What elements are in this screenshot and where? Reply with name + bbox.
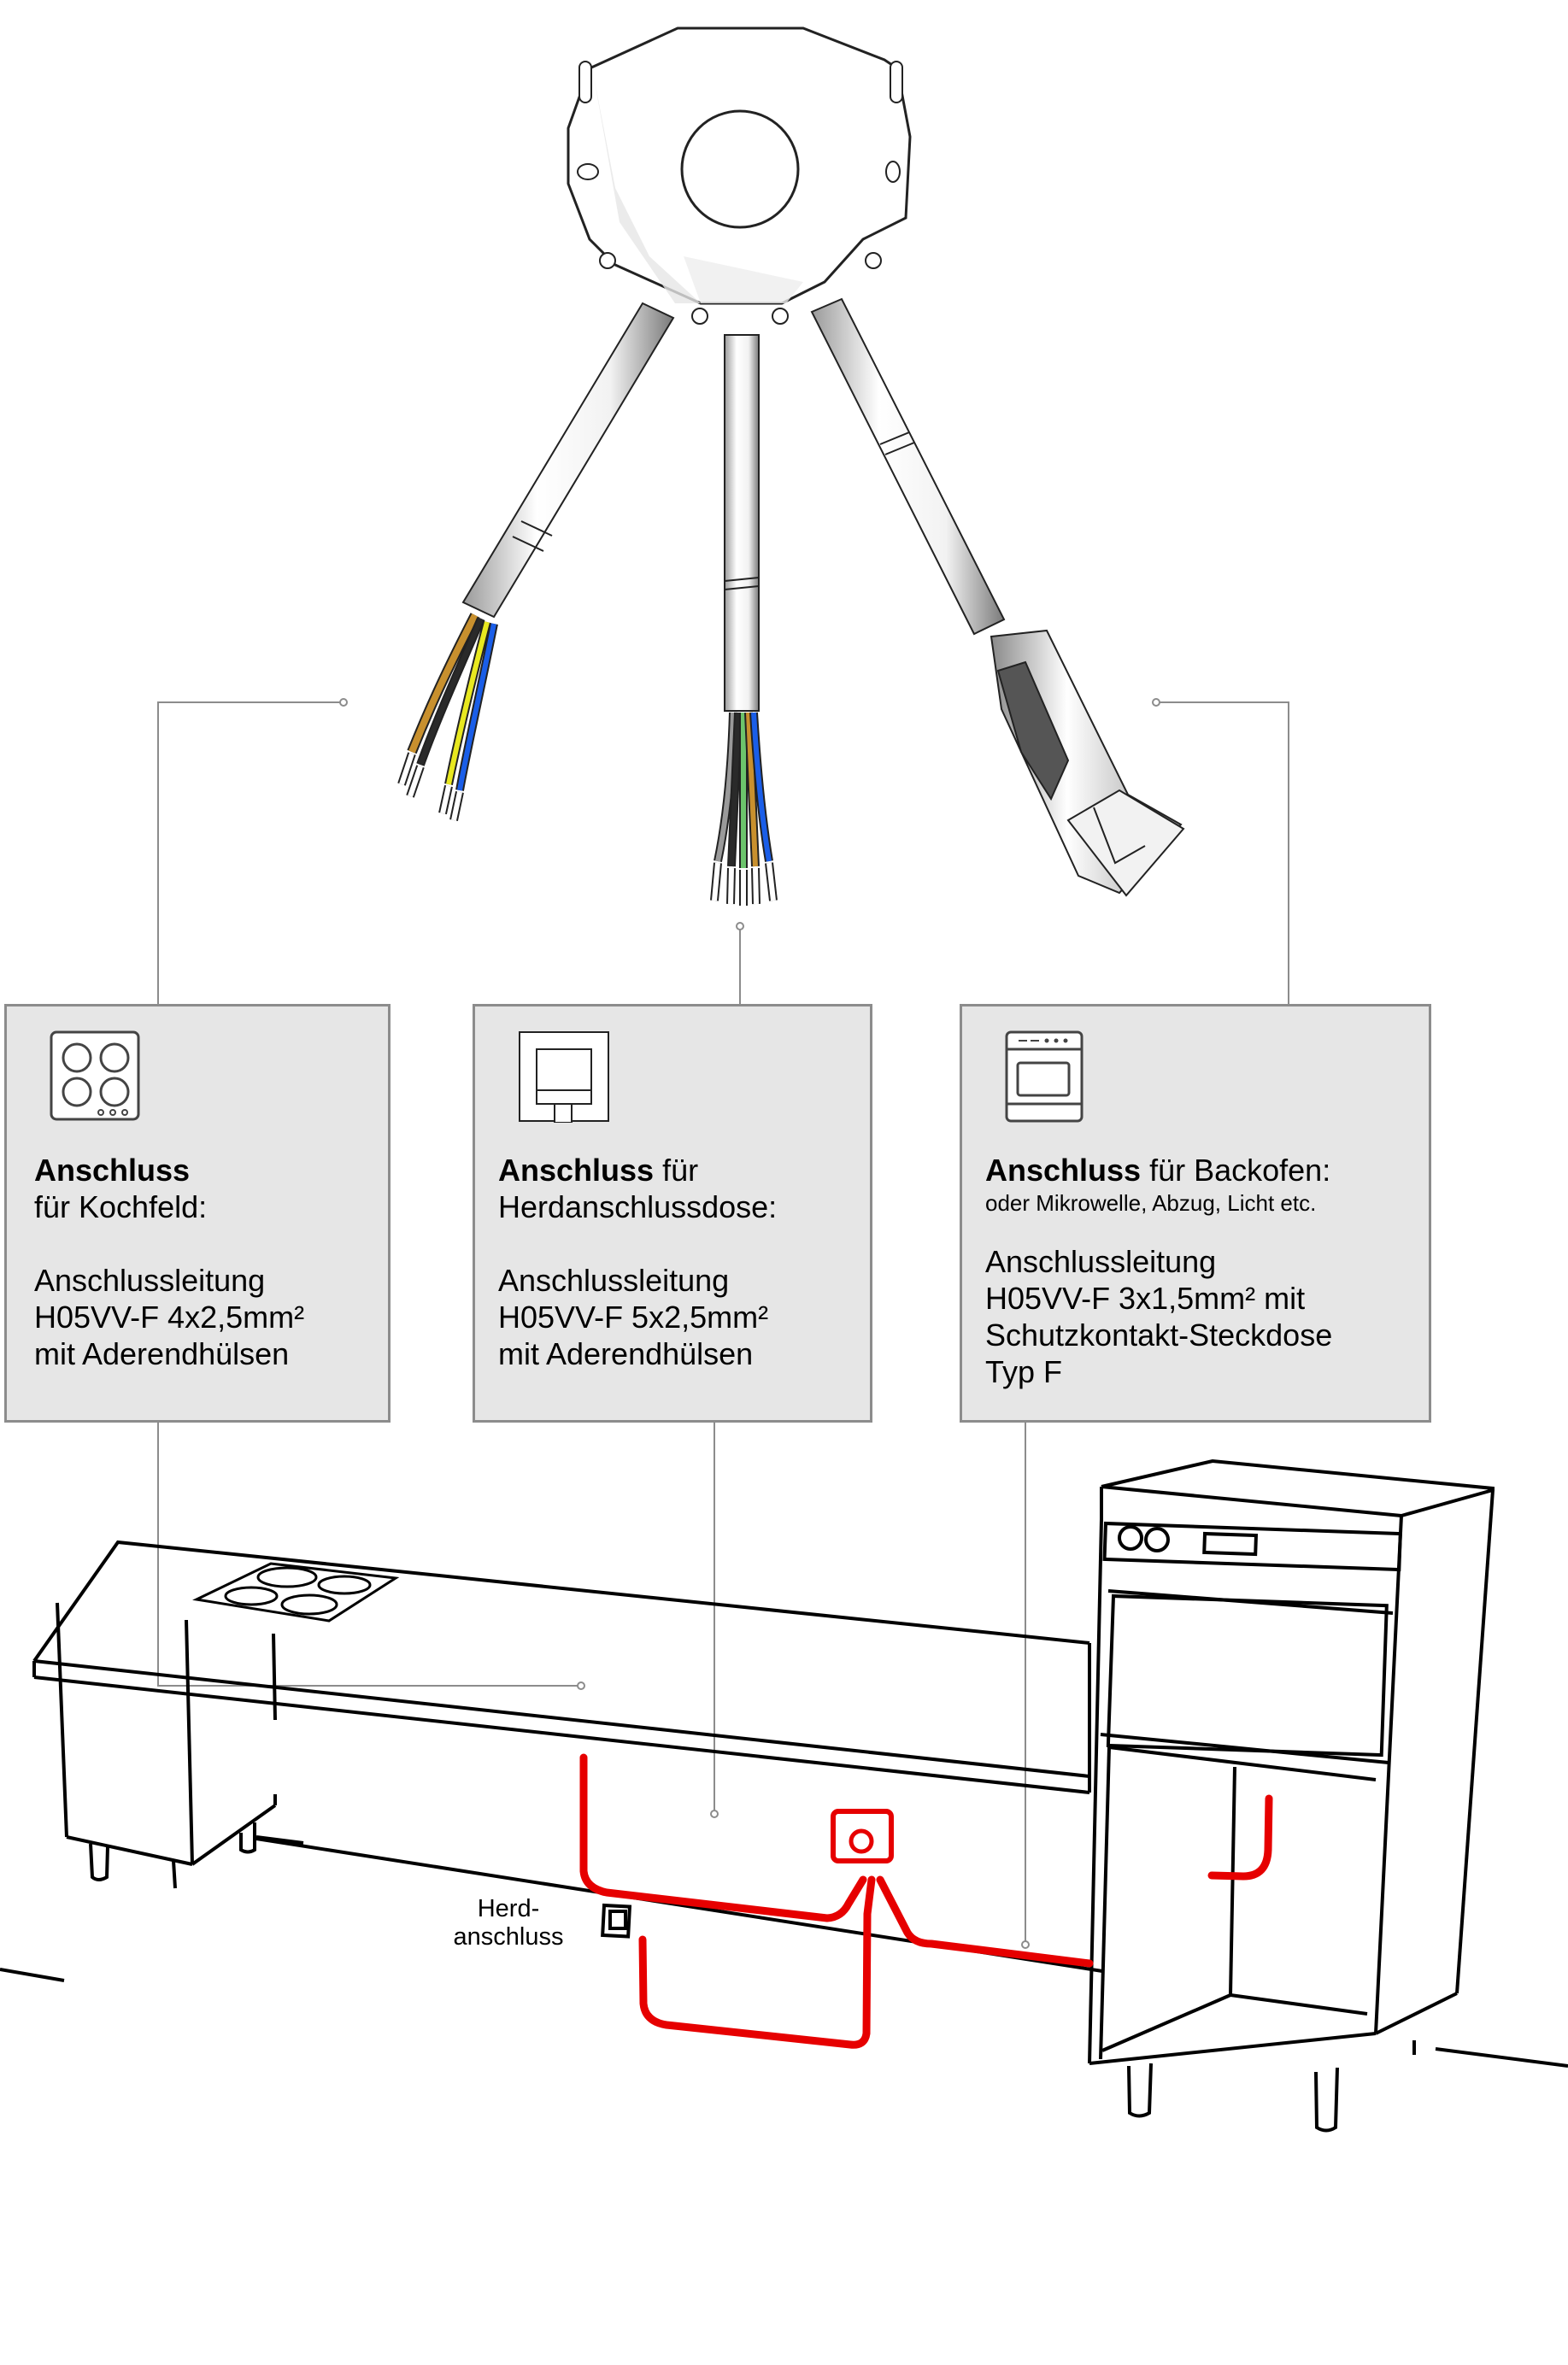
info-box-backofen: Anschluss für Backofen: oder Mikrowelle,… [960,1004,1431,1423]
herd-label-line2: anschluss [453,1923,564,1951]
box-line: H05VV-F 4x2,5mm² [34,1300,305,1335]
herdanschluss-label: Herd- anschluss [444,1895,573,1951]
stove-outlet [601,1903,632,1939]
cable-herdanschluss [710,334,778,906]
stove-outlet-icon [519,1031,609,1123]
box-subtitle: oder Mikrowelle, Abzug, Licht etc. [985,1190,1317,1216]
info-box-herdanschlussdose: Anschluss für Herdanschlussdose: Anschlu… [473,1004,872,1423]
info-box-kochfeld: Anschluss für Kochfeld: Anschlussleitung… [4,1004,391,1423]
box-line: Anschlussleitung [985,1244,1217,1279]
box-line: mit Aderendhülsen [34,1336,290,1371]
herd-label-line1: Herd- [477,1895,540,1922]
cooktop [192,1562,400,1623]
box-title-rest: für Herdanschlussdose: [498,1153,778,1224]
screw-icon [599,252,882,325]
schuko-coupler-icon [990,629,1185,897]
box-line: Schutzkontakt-Steckdose [985,1317,1333,1353]
oven-icon [1005,1030,1084,1123]
cable-backofen [810,297,1185,897]
red-wiring [579,1753,1273,2049]
box-title-bold: Anschluss [498,1153,655,1188]
box-line: H05VV-F 5x2,5mm² [498,1300,769,1335]
cooktop-icon [50,1030,140,1121]
box-title-rest: für Backofen: [1149,1153,1331,1188]
info-text: Anschluss für Kochfeld: Anschlussleitung… [34,1152,379,1372]
box-line: Typ F [985,1354,1063,1389]
tall-oven-cabinet [1088,1458,1495,2133]
box-line: mit Aderendhülsen [498,1336,754,1371]
box-title-bold: Anschluss [34,1153,191,1188]
info-text: Anschluss für Herdanschlussdose: Anschlu… [498,1152,861,1372]
info-text: Anschluss für Backofen: oder Mikrowelle,… [985,1152,1420,1390]
kitchen-scene [0,1458,1568,2133]
box-line: Anschlussleitung [34,1263,266,1298]
leader-lines [157,698,1289,1949]
junction-box [397,26,1185,906]
box-line: H05VV-F 3x1,5mm² mit [985,1281,1306,1316]
box-line: Anschlussleitung [498,1263,730,1298]
box-title-rest: für Kochfeld: [34,1189,208,1224]
cable-kochfeld [397,302,675,822]
box-title-bold: Anschluss [985,1153,1142,1188]
